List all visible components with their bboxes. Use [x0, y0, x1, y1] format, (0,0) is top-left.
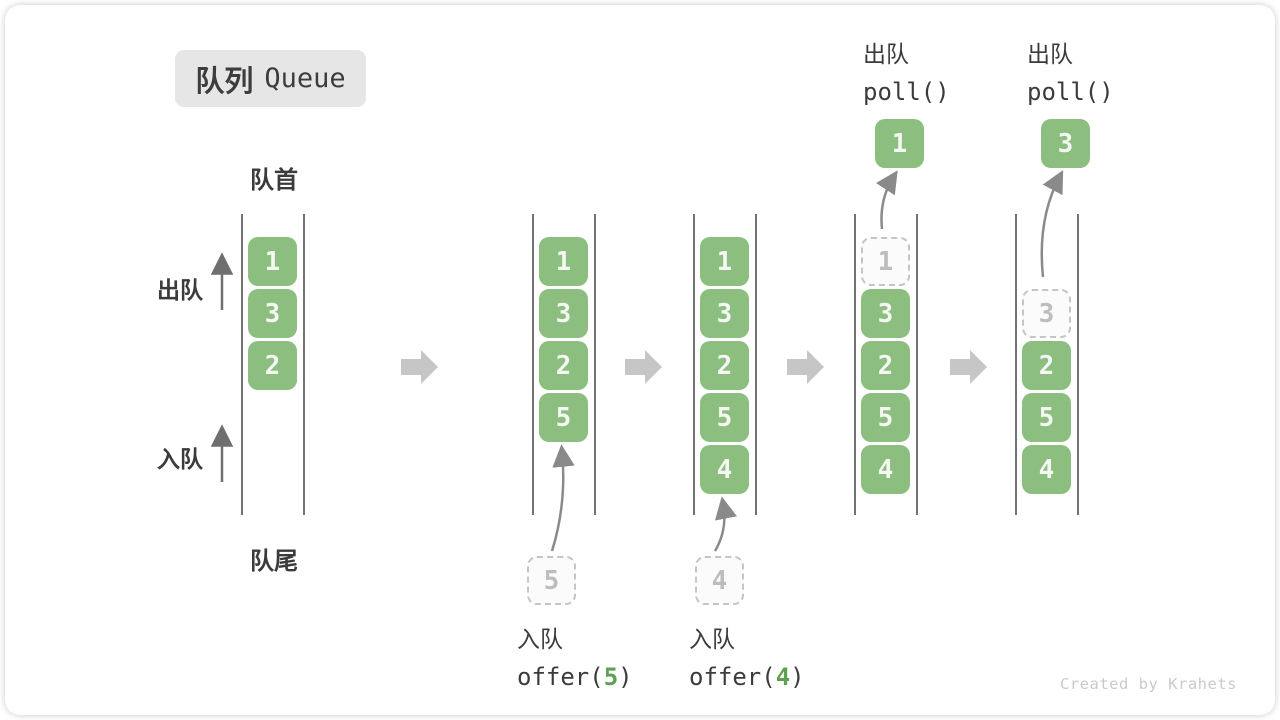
state-after-offer-5-cell-3: 3	[539, 289, 588, 338]
state-after-poll-3-cell-2: 2	[1022, 341, 1071, 390]
label-queue-tail: 队尾	[250, 548, 298, 575]
state-initial-wall-right	[303, 214, 305, 515]
flow-arrow-3	[787, 350, 824, 384]
state-after-poll-1-cell-5: 5	[861, 393, 910, 442]
state-after-offer-4-incoming-4: 4	[695, 556, 744, 605]
watermark: Created by Krahets	[1060, 675, 1237, 693]
state-initial-cell-1: 1	[248, 237, 297, 286]
state-after-poll-3-poll-result-3: 3	[1041, 119, 1090, 168]
state-initial-wall-left	[241, 214, 243, 515]
dequeue-arrow-poll3	[1040, 170, 1064, 278]
flow-arrow-4	[950, 350, 987, 384]
title-zh: 队列	[195, 65, 254, 98]
state-after-offer-4-cell-3: 3	[700, 289, 749, 338]
state-after-offer-5-cell-5: 5	[539, 393, 588, 442]
label-queue-head: 队首	[250, 167, 298, 194]
flow-arrow-2	[625, 350, 662, 384]
state-after-poll-3-cell-3-removed: 3	[1022, 289, 1071, 338]
state-initial-cell-3: 3	[248, 289, 297, 338]
state-after-offer-4-wall-right	[755, 214, 757, 515]
state-after-poll-3-cell-5: 5	[1022, 393, 1071, 442]
state-after-poll-3-wall-right	[1077, 214, 1079, 515]
state-after-poll-1-wall-right	[916, 214, 918, 515]
state-after-offer-5-incoming-5: 5	[527, 556, 576, 605]
label-enqueue-side: 入队	[157, 446, 203, 472]
state-after-poll-1-wall-left	[854, 214, 856, 515]
state-after-offer-5-wall-right	[594, 214, 596, 515]
enqueue-arrow-offer4	[713, 496, 738, 552]
state-after-poll-1-cell-2: 2	[861, 341, 910, 390]
state-after-poll-1-poll-result-1: 1	[875, 119, 924, 168]
state-after-poll-1-cell-1-removed: 1	[861, 237, 910, 286]
state-after-poll-3-wall-left	[1015, 214, 1017, 515]
state-after-offer-4-cell-4: 4	[700, 445, 749, 494]
flow-arrow-1	[401, 350, 438, 384]
state-after-offer-5-cell-1: 1	[539, 237, 588, 286]
state-after-offer-5-cell-2: 2	[539, 341, 588, 390]
arrows-layer	[210, 170, 1064, 552]
state-after-poll-1-cell-3: 3	[861, 289, 910, 338]
state-after-offer-4-cell-5: 5	[700, 393, 749, 442]
state-after-offer-4-wall-left	[693, 214, 695, 515]
title-en: Queue	[264, 63, 346, 94]
state-initial-cell-2: 2	[248, 341, 297, 390]
state-after-offer-4-cell-1: 1	[700, 237, 749, 286]
label-dequeue-side: 出队	[157, 277, 203, 303]
dequeue-arrow-poll1	[875, 170, 898, 230]
title-badge: 队列 Queue	[175, 50, 366, 107]
state-after-poll-3-cell-4: 4	[1022, 445, 1071, 494]
state-after-offer-5-wall-left	[532, 214, 534, 515]
state-after-poll-1-cell-4: 4	[861, 445, 910, 494]
enqueue-arrow-offer5	[550, 444, 575, 552]
state-after-offer-4-cell-2: 2	[700, 341, 749, 390]
